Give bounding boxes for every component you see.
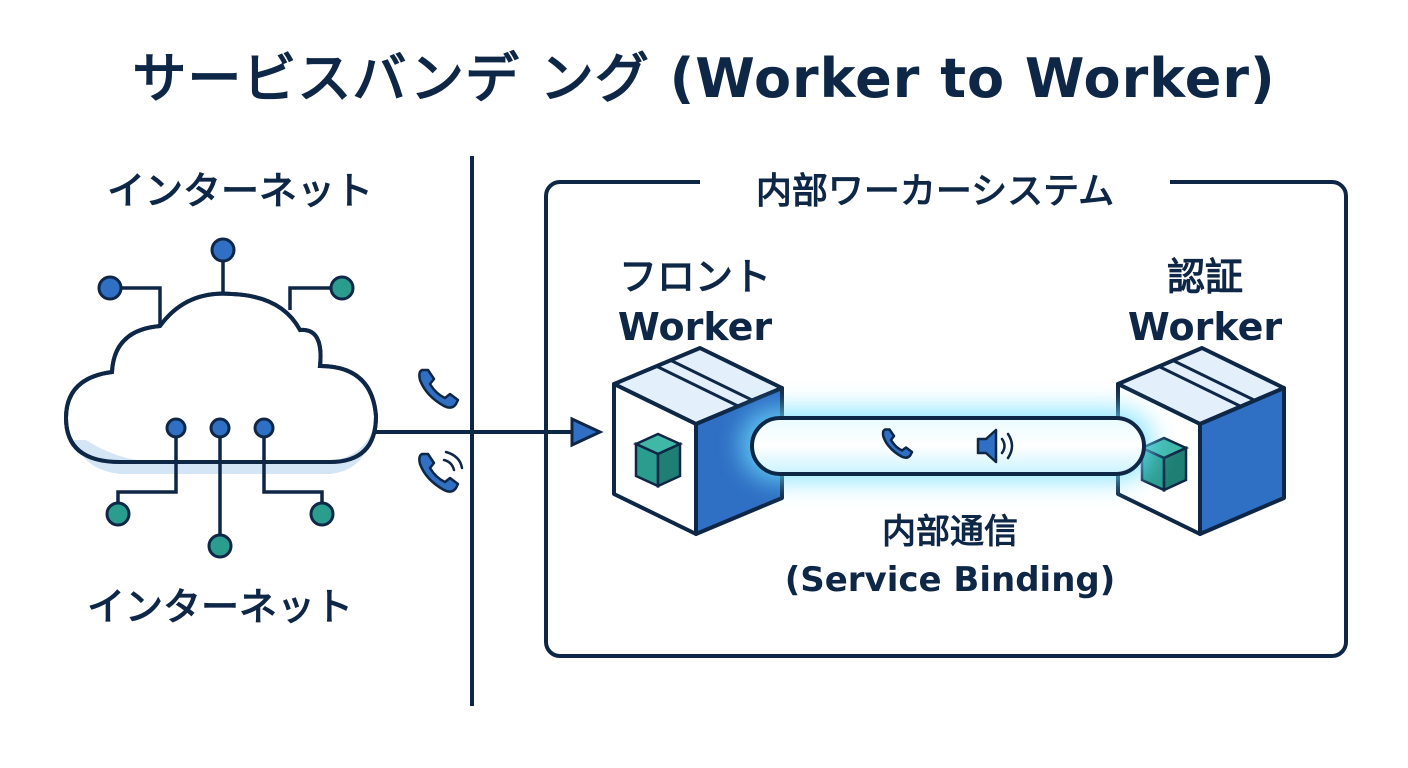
- internet-label-top: インターネット: [106, 169, 373, 213]
- phone-icon: [418, 368, 460, 409]
- cloud-network-icon: [63, 237, 379, 559]
- front-worker-label: フロント Worker: [585, 252, 805, 352]
- front-worker-cube: [612, 346, 784, 536]
- phone-icon: [881, 428, 914, 459]
- internet-label-bottom: インターネット: [86, 585, 353, 629]
- cube-icon: [632, 432, 684, 488]
- auth-worker-label-line2: Worker: [1127, 305, 1283, 349]
- service-binding-tube: [740, 408, 1154, 482]
- phone-ringing-icon: [418, 450, 464, 493]
- auth-worker-label: 認証 Worker: [1100, 252, 1310, 352]
- request-arrow: [376, 416, 604, 448]
- internal-communication-label-line1: 内部通信: [882, 512, 1018, 552]
- internal-system-label: 内部ワーカーシステム: [700, 162, 1170, 214]
- internal-communication-label-line2: (Service Binding): [784, 560, 1116, 600]
- front-worker-label-line1: フロント: [618, 255, 771, 299]
- internal-communication-label: 内部通信 (Service Binding): [760, 508, 1140, 604]
- auth-worker-label-line1: 認証: [1166, 255, 1243, 299]
- diagram-title: サービスバンデ ング (Worker to Worker): [132, 47, 1276, 110]
- speaker-icon: [976, 428, 1014, 464]
- front-worker-label-line2: Worker: [617, 305, 773, 349]
